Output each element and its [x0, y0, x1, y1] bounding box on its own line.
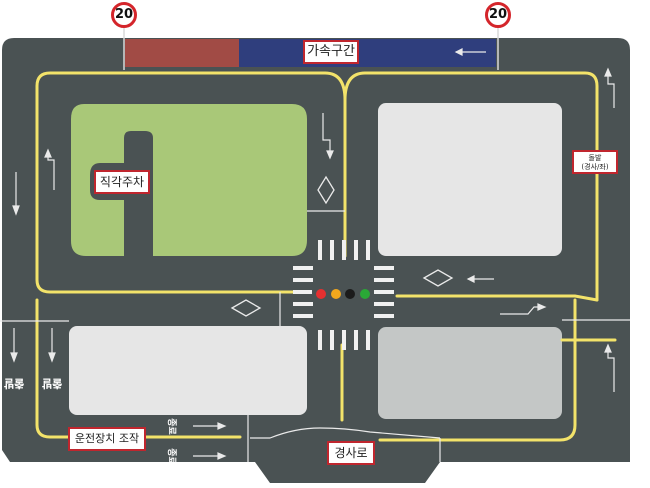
start-text-left: 출발: [4, 377, 25, 390]
speed-limit-sign-right: 20: [485, 2, 511, 28]
traffic-light-green: [360, 289, 370, 299]
finish-text-top: 종료: [165, 418, 176, 435]
block-bottom-right: [378, 327, 562, 419]
curve-section-label-line1: 돌발: [588, 154, 602, 162]
diamond-markings: [230, 175, 454, 317]
white-lane-lines: [0, 210, 630, 462]
accel-strip-red: [125, 39, 239, 67]
curve-section-label: 돌발 (경사/좌): [572, 150, 618, 174]
driving-controls-label: 운전장치 조작: [68, 427, 146, 451]
traffic-light-arrow: [345, 289, 355, 299]
speed-limit-sign-left: 20: [111, 2, 137, 28]
right-angle-parking-label: 직각주차: [94, 170, 150, 194]
traffic-light-red: [316, 289, 326, 299]
crosswalks: [293, 240, 394, 350]
curve-section-label-line2: (경사/좌): [581, 163, 609, 171]
yellow-lane-lines: [35, 71, 617, 442]
traffic-light-housing: [312, 287, 374, 301]
block-bottom-left: [69, 326, 307, 415]
block-top-right: [378, 103, 562, 256]
accel-section-label: 가속구간: [303, 40, 359, 64]
traffic-light-yellow: [331, 289, 341, 299]
start-text-right: 출발: [42, 377, 63, 390]
road-arrows: [10, 48, 615, 460]
accel-strip-blue: [239, 39, 496, 67]
slope-label: 경사로: [327, 441, 375, 465]
finish-text-bottom: 종료: [165, 448, 176, 465]
